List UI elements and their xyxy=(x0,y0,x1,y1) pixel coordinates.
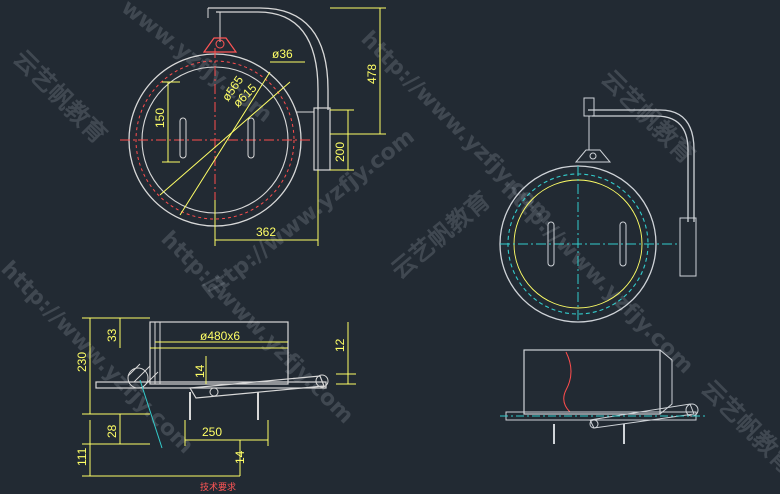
leader-565 xyxy=(159,81,291,196)
dim-d36: ø36 xyxy=(272,47,293,61)
leader-615 xyxy=(179,71,271,216)
watermark-url-leftedge: http://www.yzfjy.com xyxy=(0,257,198,459)
flange-ring xyxy=(135,60,295,220)
lever-arm xyxy=(188,375,325,399)
dim-d480x6: ø480x6 xyxy=(200,329,240,343)
watermark-brand-2: 云艺帆教育 xyxy=(596,64,701,169)
note-text: 技术要求 xyxy=(200,481,236,493)
side-slot-left xyxy=(547,221,555,267)
side-pipe-break xyxy=(563,351,572,413)
slot-right xyxy=(247,117,255,159)
watermark-brand-3: 云艺帆教育 xyxy=(386,186,496,285)
dim-14-top: 14 xyxy=(193,364,207,378)
side-slot-right xyxy=(619,221,627,267)
dim-33: 33 xyxy=(105,328,119,342)
lever-pin xyxy=(315,374,329,388)
side-section-view xyxy=(500,349,706,444)
watermark-url-bottom: http://www.yzfjy.com xyxy=(198,124,419,305)
slot-left xyxy=(179,117,187,159)
pipe-body xyxy=(149,321,289,385)
dim-150: 150 xyxy=(153,108,167,128)
side-bracket-right xyxy=(679,217,697,277)
section-view: ø480x6 230 33 12 14 28 250 111 14 技术要求 xyxy=(75,317,356,493)
top-lug xyxy=(202,37,238,53)
dim-250: 250 xyxy=(202,425,222,439)
side-hanger-arm xyxy=(588,109,695,222)
side-top-bolt xyxy=(583,97,595,117)
side-pipe-body xyxy=(523,349,661,415)
side-view xyxy=(499,97,697,323)
watermark-brand-4: 云艺帆教育 xyxy=(696,374,780,479)
dim-362: 362 xyxy=(256,225,276,239)
side-top-lug xyxy=(574,149,612,163)
hanger-arm xyxy=(208,7,329,110)
watermark-brand-1: 云艺帆教育 xyxy=(8,44,113,149)
side-lever xyxy=(589,403,695,429)
dim-12: 12 xyxy=(333,338,347,352)
watermark-url-top: www.yzfjy.com xyxy=(116,0,276,128)
dim-230: 230 xyxy=(75,352,89,372)
dim-478: 478 xyxy=(365,64,379,84)
side-bracket xyxy=(313,107,331,171)
dim-14-bottom: 14 xyxy=(233,450,247,464)
dim-200: 200 xyxy=(333,142,347,162)
dim-28: 28 xyxy=(105,424,119,438)
section-leader xyxy=(139,379,163,449)
hinge-pin-left xyxy=(127,367,149,389)
watermark-layer: www.yzfjy.com http://www.yzfjy.com http:… xyxy=(0,0,780,479)
dim-111: 111 xyxy=(75,447,89,466)
